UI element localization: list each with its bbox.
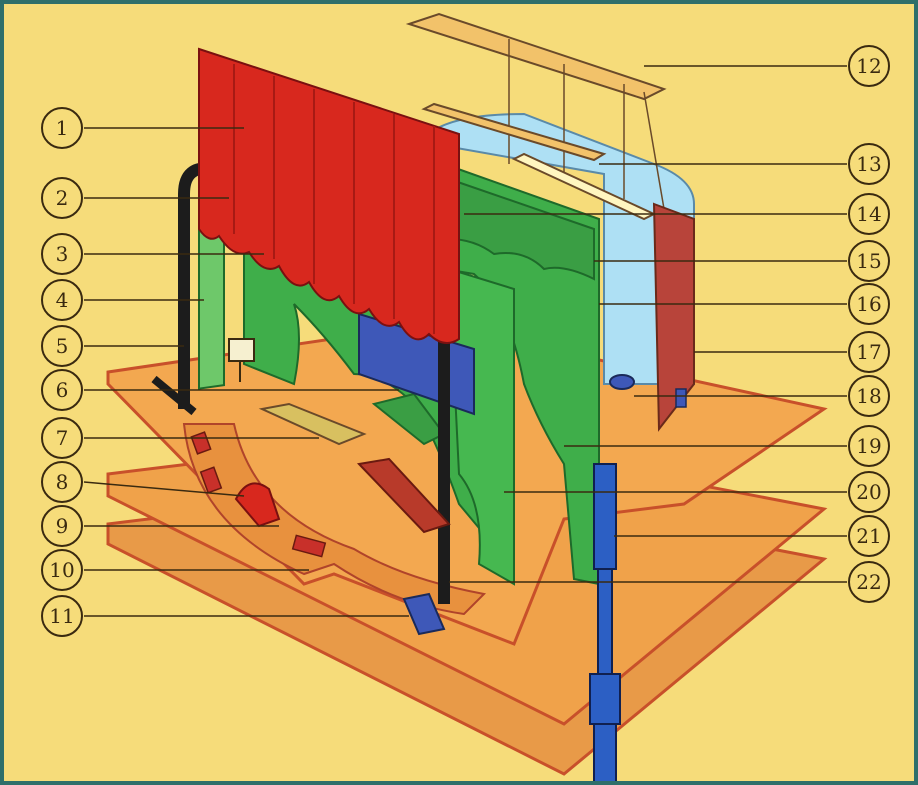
callout-19-number: 19 bbox=[856, 434, 881, 458]
callout-10: 10 bbox=[42, 550, 82, 590]
callout-1: 1 bbox=[42, 108, 82, 148]
callout-4-number: 4 bbox=[56, 288, 69, 312]
flying-grid bbox=[409, 14, 664, 99]
callout-11: 11 bbox=[42, 596, 82, 636]
callout-19: 19 bbox=[849, 426, 889, 466]
callout-8: 8 bbox=[42, 462, 82, 502]
callouts-right: 12 13 14 15 16 17 18 19 20 21 22 bbox=[849, 46, 889, 602]
callout-13: 13 bbox=[849, 144, 889, 184]
callout-13-number: 13 bbox=[856, 152, 881, 176]
callout-17: 17 bbox=[849, 332, 889, 372]
callout-6-number: 6 bbox=[56, 378, 69, 402]
callout-3-number: 3 bbox=[56, 242, 69, 266]
callout-8-number: 8 bbox=[56, 470, 69, 494]
prompt-desk bbox=[229, 339, 254, 361]
callout-16-number: 16 bbox=[856, 292, 881, 316]
callout-20: 20 bbox=[849, 472, 889, 512]
stage-lamp bbox=[610, 375, 634, 389]
callout-10-number: 10 bbox=[49, 558, 74, 582]
callout-16: 16 bbox=[849, 284, 889, 324]
callouts-left: 1 2 3 4 5 6 7 8 9 10 11 bbox=[42, 108, 82, 636]
callout-22: 22 bbox=[849, 562, 889, 602]
callout-5-number: 5 bbox=[56, 334, 69, 358]
callout-9-number: 9 bbox=[56, 514, 69, 538]
callout-1-number: 1 bbox=[56, 116, 69, 140]
callout-12: 12 bbox=[849, 46, 889, 86]
callout-7: 7 bbox=[42, 418, 82, 458]
callout-2: 2 bbox=[42, 178, 82, 218]
callout-9: 9 bbox=[42, 506, 82, 546]
stage-cutaway-diagram: 1 2 3 4 5 6 7 8 9 10 11 12 13 14 15 16 1… bbox=[4, 4, 914, 781]
callout-11-number: 11 bbox=[49, 604, 74, 628]
callout-5: 5 bbox=[42, 326, 82, 366]
callout-21: 21 bbox=[849, 516, 889, 556]
callout-3: 3 bbox=[42, 234, 82, 274]
callout-18-number: 18 bbox=[856, 384, 881, 408]
callout-14: 14 bbox=[849, 194, 889, 234]
callout-22-number: 22 bbox=[856, 570, 881, 594]
curtain-weight bbox=[676, 389, 686, 407]
callout-4: 4 bbox=[42, 280, 82, 320]
callout-2-number: 2 bbox=[56, 186, 69, 210]
callout-21-number: 21 bbox=[856, 524, 881, 548]
callout-15: 15 bbox=[849, 241, 889, 281]
callout-20-number: 20 bbox=[856, 480, 881, 504]
callout-12-number: 12 bbox=[856, 54, 881, 78]
callout-15-number: 15 bbox=[856, 249, 881, 273]
callout-6: 6 bbox=[42, 370, 82, 410]
house-curtain bbox=[199, 49, 459, 343]
callout-17-number: 17 bbox=[856, 340, 881, 364]
callout-7-number: 7 bbox=[56, 426, 69, 450]
callout-18: 18 bbox=[849, 376, 889, 416]
callout-14-number: 14 bbox=[856, 202, 881, 226]
